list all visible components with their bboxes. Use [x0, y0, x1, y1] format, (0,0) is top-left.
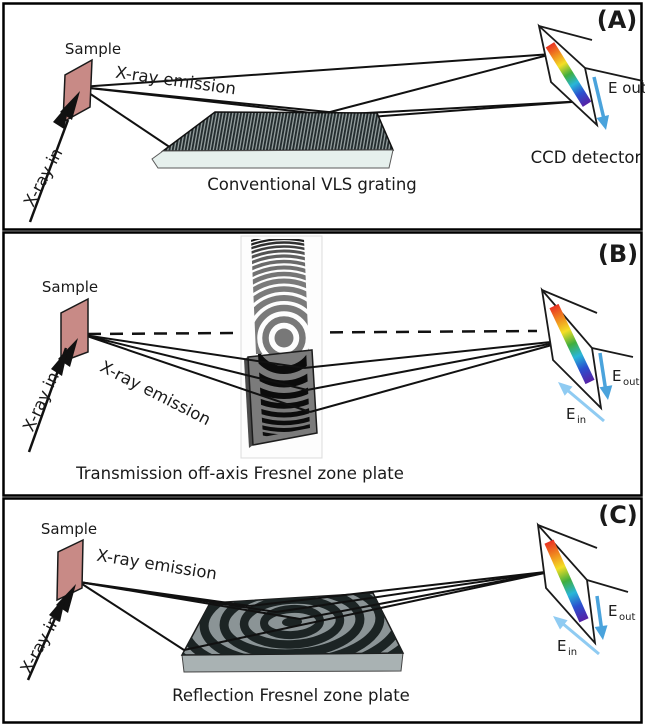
vls-grating	[151, 111, 395, 169]
zone-arc	[258, 349, 310, 409]
zone-ring	[219, 593, 365, 655]
zone-ring	[251, 271, 309, 354]
zone-ring	[251, 241, 309, 354]
xray-rays-c	[78, 570, 555, 651]
ray-line	[79, 86, 178, 153]
caption-a: Conventional VLS grating	[207, 175, 417, 194]
ccd-detector-a	[537, 23, 644, 130]
arrowhead-icon	[49, 595, 66, 622]
e-out-arrow	[595, 595, 604, 633]
xray-rays-b	[83, 334, 571, 413]
e-in-sub-c: in	[568, 647, 577, 658]
xray-in-shaft	[28, 119, 70, 223]
e-in-label-b: E	[566, 405, 575, 423]
panel-tag-c: (C)	[598, 501, 638, 529]
e-out-arrow	[598, 352, 608, 393]
panel-tag-a: (A)	[597, 6, 638, 34]
zone-ring	[239, 595, 345, 649]
zone-arc	[258, 349, 310, 432]
xray-in-arrow-c	[26, 584, 76, 681]
spectrum-rainbow	[544, 539, 589, 623]
zone-ring	[251, 254, 309, 354]
e-in-arrow	[565, 387, 605, 423]
e-out-label-c: E	[608, 602, 617, 620]
caption-c: Reflection Fresnel zone plate	[172, 686, 410, 705]
plate-front-face	[181, 652, 404, 673]
spectrum-rainbow	[549, 303, 595, 385]
spectrum-rainbow	[545, 42, 592, 107]
detector-frame-line	[541, 289, 598, 314]
zone-arc	[258, 349, 310, 418]
detector-frame-line	[537, 524, 598, 549]
ray-line	[249, 570, 555, 607]
zone-ring	[199, 593, 385, 655]
ray-line	[275, 570, 555, 613]
e-out-sub-c: out	[619, 612, 635, 623]
arrowhead-icon	[53, 102, 70, 129]
zone-ring	[251, 259, 309, 354]
e-out-label-b: E	[612, 367, 621, 385]
zone-ring	[251, 265, 309, 354]
zone-arc	[258, 349, 310, 399]
e-out-label-a: E out	[608, 79, 645, 97]
zone-center-dot	[274, 328, 294, 348]
e-in-sub-b: in	[577, 415, 586, 426]
ray-line	[79, 53, 553, 88]
zone-ring	[251, 295, 309, 354]
ray-line	[78, 581, 301, 620]
ccd-detector-b	[540, 287, 634, 423]
e-out-arrow	[592, 76, 606, 120]
zone-ring	[251, 278, 309, 354]
arrowhead-icon	[558, 382, 573, 396]
ray-line	[303, 339, 571, 369]
ray-line	[309, 339, 571, 413]
ray-line	[78, 581, 185, 651]
detector-frame-line	[586, 579, 629, 593]
e-in-arrow	[561, 621, 600, 656]
ray-line	[355, 100, 586, 119]
zone-arc	[258, 349, 310, 374]
zone-ring	[262, 316, 306, 354]
detector-frame-line	[591, 347, 634, 358]
ray-line	[83, 334, 305, 369]
ray-line	[306, 339, 571, 391]
zone-ring	[251, 249, 309, 354]
ray-line	[183, 570, 555, 651]
arrowhead-icon	[51, 349, 68, 376]
detector-frame-line	[584, 67, 644, 82]
ccd-detector-label: CCD detector	[531, 148, 642, 167]
arrowhead-icon	[599, 385, 613, 400]
panel-c: Sample X-ray in X-ray emission E out E i…	[2, 497, 643, 724]
xray-in-arrow-a	[28, 91, 80, 223]
arrowhead-icon	[596, 115, 609, 130]
plate-side-face	[244, 357, 253, 448]
e-in-label-c: E	[557, 637, 566, 655]
e-out-sub-b: out	[623, 377, 639, 388]
panel-b: Sample X-ray in X-ray emission E out E i…	[2, 231, 643, 497]
ray-line	[83, 334, 311, 413]
sample-c	[56, 538, 84, 602]
caption-b: Transmission off-axis Fresnel zone plate	[75, 464, 404, 483]
zone-ring	[251, 286, 309, 354]
sample-label-a: Sample	[65, 40, 121, 58]
xray-rays-a	[79, 53, 586, 153]
ray-line	[299, 570, 555, 620]
sample-label-b: Sample	[42, 278, 98, 296]
sample-label-c: Sample	[41, 520, 97, 538]
zone-center-dot	[282, 617, 302, 627]
zone-ring	[251, 245, 309, 354]
panel-tag-b: (B)	[598, 240, 638, 268]
panel-a: Sample X-ray in X-ray emission E out CCD…	[2, 2, 645, 231]
grating-front-face	[151, 149, 394, 169]
ccd-detector-c	[536, 522, 629, 656]
zone-arc	[258, 349, 310, 426]
ray-line	[83, 334, 308, 391]
arrowhead-icon	[553, 616, 568, 630]
detector-frame-line	[538, 25, 593, 41]
xray-in-arrow-b	[27, 338, 78, 453]
arrowhead-icon	[594, 625, 608, 640]
